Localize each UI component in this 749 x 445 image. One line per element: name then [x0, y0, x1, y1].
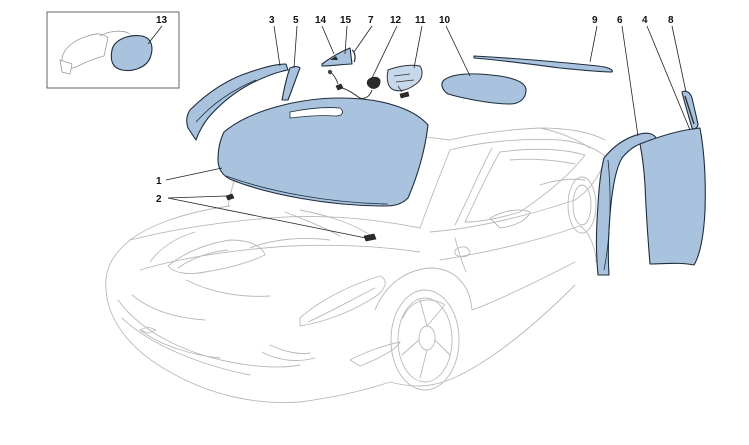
windscreen-glass	[217, 97, 429, 207]
parts	[186, 47, 706, 276]
a-pillar-trim-left	[186, 63, 289, 141]
rear-window-strip	[473, 55, 613, 73]
clip-upper	[225, 193, 235, 201]
mirror-housing	[61, 33, 109, 69]
seal-strip-5	[281, 65, 301, 101]
callout-labels: 1 2 3 4 5 6 7 8 9 10 11 12 13 14 15	[156, 15, 674, 205]
callout-1: 1	[156, 176, 162, 187]
callout-14: 14	[315, 15, 327, 26]
mirror-base	[59, 59, 73, 75]
rear-view-mirror	[441, 73, 527, 105]
callout-6: 6	[617, 15, 623, 26]
quarter-glass-14	[321, 47, 353, 67]
callout-13: 13	[156, 15, 168, 26]
callout-2: 2	[156, 194, 162, 205]
door-glass	[639, 127, 706, 266]
callout-8: 8	[668, 15, 674, 26]
callout-5: 5	[293, 15, 299, 26]
inset-mirror-detail	[46, 11, 180, 89]
door-window-frame	[595, 132, 657, 276]
mirror-glass	[110, 35, 153, 72]
callout-9: 9	[592, 15, 598, 26]
sensor-cable	[341, 87, 373, 99]
leader-lines	[147, 25, 691, 239]
callout-12: 12	[390, 15, 402, 26]
callout-11: 11	[415, 15, 426, 26]
callout-3: 3	[269, 15, 275, 26]
sensor-connector	[327, 69, 333, 75]
callout-10: 10	[439, 15, 451, 26]
windscreen-top-band	[289, 107, 343, 119]
callout-7: 7	[368, 15, 374, 26]
callout-15: 15	[340, 15, 352, 26]
callout-4: 4	[642, 15, 648, 26]
rain-sensor	[366, 76, 381, 89]
clip-lower	[363, 233, 377, 242]
mirror-mount	[386, 64, 423, 92]
